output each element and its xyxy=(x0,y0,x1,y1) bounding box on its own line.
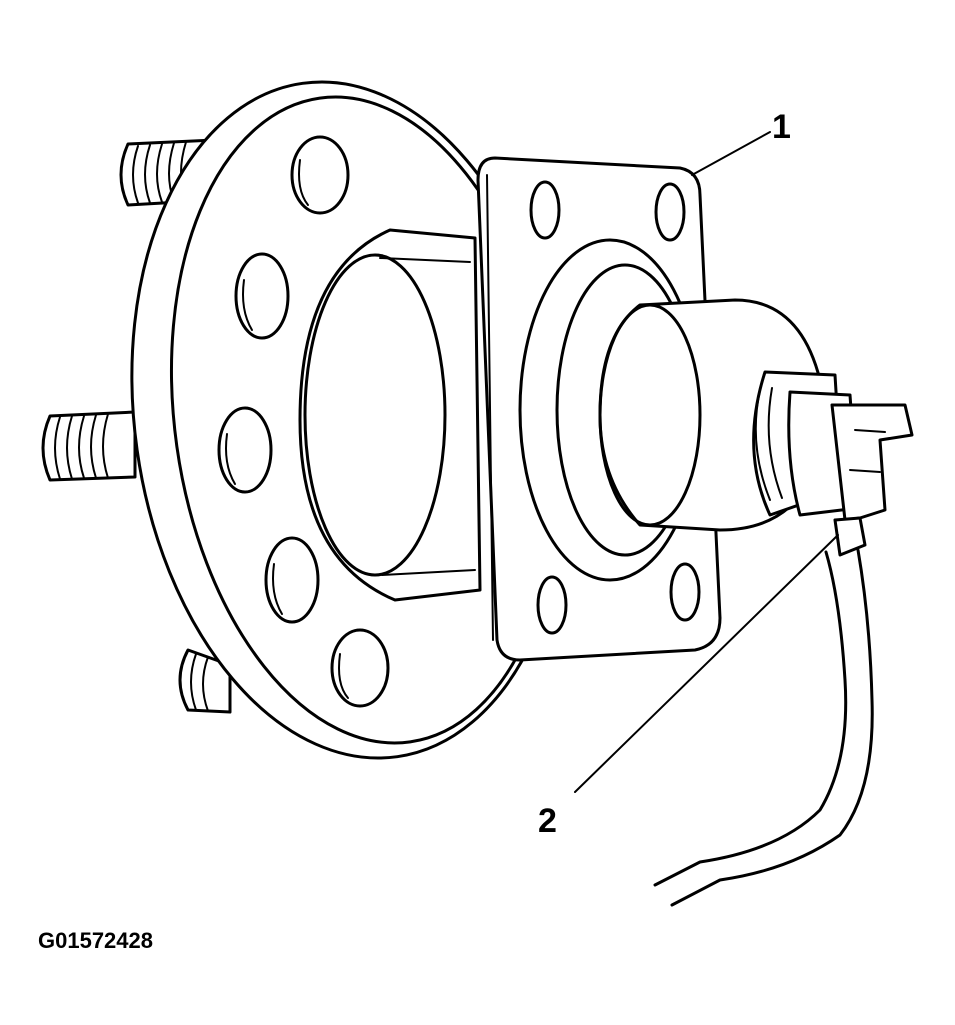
plate-bolt-hole xyxy=(529,180,561,240)
plate-bolt-hole xyxy=(654,182,686,242)
stud-middle xyxy=(41,410,137,482)
hub-barrel xyxy=(298,228,482,602)
leader-line-2 xyxy=(574,534,839,793)
plate-bolt-hole xyxy=(536,575,568,635)
sensor-harness xyxy=(653,548,874,907)
bolt-hole xyxy=(330,628,390,708)
callout-label-1: 1 xyxy=(772,108,791,146)
bolt-hole xyxy=(234,252,290,340)
bearing-housing xyxy=(518,238,822,582)
figure-id-label: G01572428 xyxy=(38,928,153,953)
speed-sensor-connector xyxy=(787,390,914,557)
flange-bolt-holes xyxy=(217,135,390,708)
leader-line-1 xyxy=(691,131,771,176)
bolt-hole xyxy=(290,135,350,215)
bolt-hole xyxy=(264,536,320,624)
bolt-hole xyxy=(217,406,273,494)
stud-lower xyxy=(178,648,232,714)
callout-label-2: 2 xyxy=(538,802,557,840)
plate-bolt-hole xyxy=(669,562,701,622)
